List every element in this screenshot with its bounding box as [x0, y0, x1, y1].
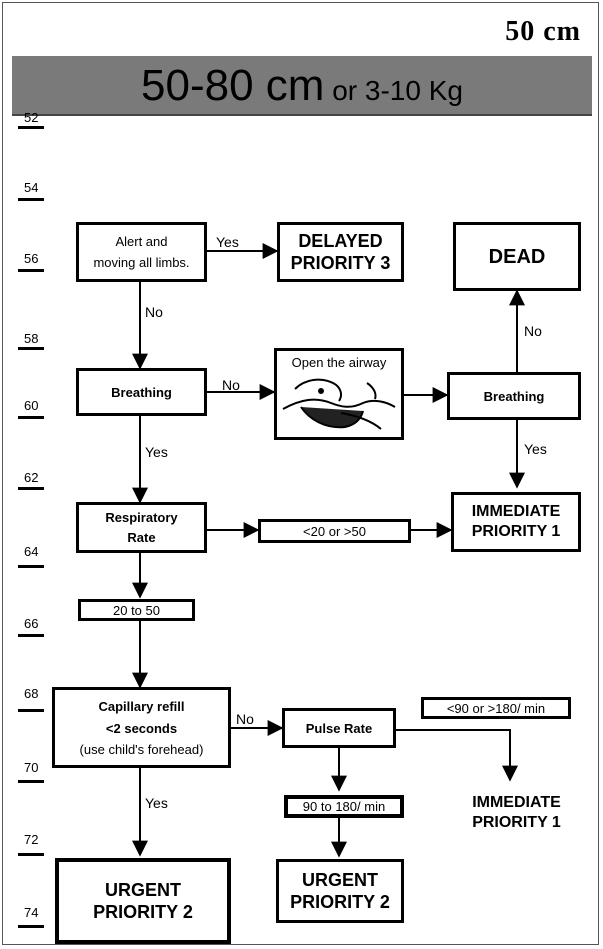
ruler-tick [18, 853, 44, 856]
ruler-tick [18, 709, 44, 712]
node-alert-line2: moving all limbs. [93, 255, 190, 270]
ruler-label: 62 [24, 470, 39, 485]
edge-label-yes: Yes [145, 444, 168, 460]
node-capillary-refill: Capillary refill <2 seconds (use child's… [52, 687, 231, 768]
node-breathing-label: Breathing [111, 384, 172, 400]
node-resp-normal-label: 20 to 50 [113, 602, 160, 618]
node-pulse-abnormal-label: <90 or >180/ min [446, 700, 546, 716]
node-respiratory-rate: Respiratory Rate [76, 502, 207, 553]
node-immediate-priority-1: IMMEDIATE PRIORITY 1 [451, 492, 581, 552]
node-breathing2-label: Breathing [483, 388, 545, 404]
node-immediate2-line2: PRIORITY 1 [472, 813, 561, 831]
node-alert: Alert and moving all limbs. [76, 222, 207, 282]
node-resp-abnormal: <20 or >50 [258, 519, 411, 543]
ruler-tick [18, 269, 44, 272]
airway-illustration-icon [282, 378, 396, 430]
node-open-airway: Open the airway [274, 348, 404, 440]
node-delayed-line1: DELAYED [298, 231, 383, 251]
node-breathing-2: Breathing [447, 372, 581, 420]
node-immediate-priority-1-b: IMMEDIATE PRIORITY 1 [452, 783, 581, 842]
edge-label-no: No [524, 323, 542, 339]
ruler-label: 54 [24, 180, 39, 195]
ruler-tick [18, 925, 44, 928]
ruler-tick [18, 198, 44, 201]
node-dead-label: DEAD [488, 245, 546, 268]
node-urgent1-line1: URGENT [105, 880, 181, 900]
node-cap-line2: <2 seconds [105, 720, 178, 736]
node-cap-line1: Capillary refill [98, 698, 185, 714]
edge-label-no: No [222, 377, 240, 393]
node-urgent2-line2: PRIORITY 2 [290, 892, 390, 912]
ruler-tick [18, 126, 44, 129]
edge-label-yes: Yes [524, 441, 547, 457]
edge-label-no: No [145, 304, 163, 320]
node-cap-line3: (use child's forehead) [79, 741, 204, 757]
node-delayed-line2: PRIORITY 3 [290, 253, 391, 273]
node-resp-abnormal-label: <20 or >50 [303, 523, 366, 539]
node-immediate1-line2: PRIORITY 1 [471, 523, 561, 540]
ruler-tick [18, 487, 44, 490]
edge-label-yes: Yes [145, 795, 168, 811]
banner-title: 50-80 cm [141, 61, 325, 110]
node-pulse-rate: Pulse Rate [282, 708, 396, 748]
edge-label-yes: Yes [216, 234, 239, 250]
node-urgent-priority-2: URGENT PRIORITY 2 [55, 858, 231, 944]
node-resp-line1: Respiratory [105, 509, 178, 525]
edge-label-no: No [236, 711, 254, 727]
ruler-label: 66 [24, 616, 39, 631]
node-urgent-priority-2-b: URGENT PRIORITY 2 [276, 859, 404, 923]
node-dead: DEAD [453, 222, 581, 291]
ruler-label: 64 [24, 544, 39, 559]
node-delayed-priority-3: DELAYED PRIORITY 3 [277, 222, 404, 282]
node-urgent2-line1: URGENT [302, 870, 378, 890]
ruler-label: 58 [24, 331, 39, 346]
banner: 50-80 cm or 3-10 Kg [12, 56, 592, 116]
ruler-tick [18, 634, 44, 637]
ruler-tick [18, 565, 44, 568]
node-airway-label: Open the airway [291, 355, 387, 370]
ruler-label: 60 [24, 398, 39, 413]
node-immediate2-line1: IMMEDIATE [472, 793, 561, 811]
ruler-label: 70 [24, 760, 39, 775]
ruler-label: 72 [24, 832, 39, 847]
node-immediate1-line1: IMMEDIATE [471, 503, 561, 520]
ruler-tick [18, 780, 44, 783]
node-pulse-normal-label: 90 to 180/ min [302, 799, 386, 814]
ruler-label: 74 [24, 905, 39, 920]
ruler-label: 56 [24, 251, 39, 266]
ruler-tick [18, 416, 44, 419]
banner-subtitle: or 3-10 Kg [324, 75, 463, 106]
node-urgent1-line2: PRIORITY 2 [93, 902, 193, 922]
size-label: 50 cm [505, 16, 581, 47]
ruler-label: 68 [24, 686, 39, 701]
ruler-label: 52 [24, 110, 39, 125]
edge-pulse-immediate [396, 729, 518, 782]
ruler-tick [18, 347, 44, 350]
node-pulse-abnormal: <90 or >180/ min [421, 697, 571, 719]
node-resp-line2: Rate [127, 529, 156, 545]
node-breathing: Breathing [76, 368, 207, 416]
node-resp-normal: 20 to 50 [78, 599, 195, 621]
node-pulse-normal: 90 to 180/ min [284, 795, 404, 818]
node-alert-line1: Alert and [115, 234, 168, 249]
node-pulse-rate-label: Pulse Rate [305, 720, 373, 736]
